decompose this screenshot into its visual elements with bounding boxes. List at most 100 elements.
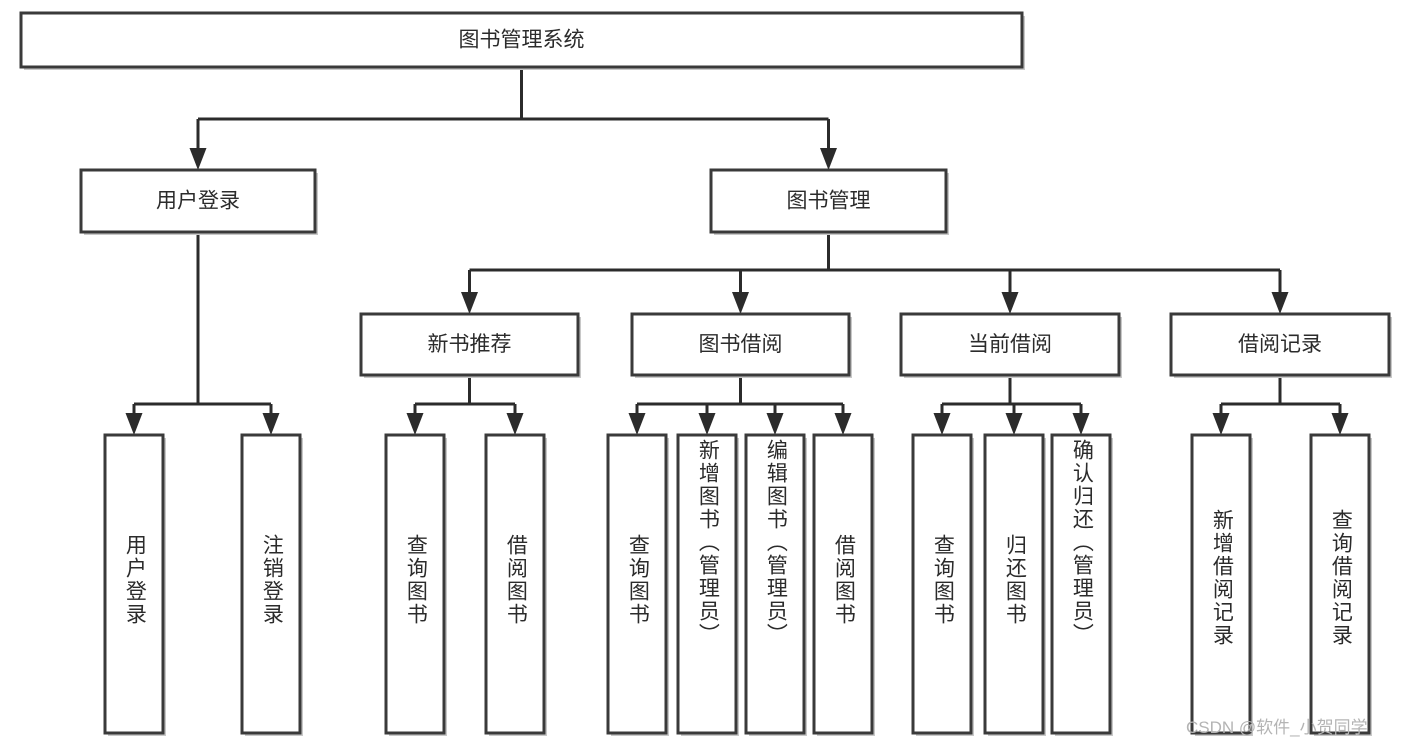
node-label-vertical-wrap: 借阅图书	[486, 435, 544, 733]
node-leaf_4[interactable]	[606, 433, 669, 736]
node-label: 查询图书	[404, 534, 428, 626]
node-leaf_3[interactable]	[484, 433, 547, 736]
node-l3_0[interactable]: 新书推荐	[359, 312, 581, 378]
node-l3_3[interactable]: 借阅记录	[1169, 312, 1392, 378]
arrow-head-icon	[732, 292, 749, 314]
node-leaf_1[interactable]	[240, 433, 303, 736]
node-leaf_12[interactable]	[1309, 433, 1372, 736]
connector-group	[628, 375, 852, 435]
node-rect[interactable]	[359, 312, 580, 377]
arrow-head-icon	[461, 292, 478, 314]
node-label: 查询图书	[931, 534, 955, 626]
node-rect[interactable]	[983, 433, 1045, 735]
node-label: 借阅记录	[1238, 333, 1322, 356]
node-label: 图书借阅	[699, 333, 783, 356]
node-rect[interactable]	[1169, 312, 1391, 377]
node-rect[interactable]	[709, 168, 948, 234]
node-label: 图书管理系统	[459, 29, 585, 52]
arrow-head-icon	[1001, 292, 1019, 314]
arrow-head-icon	[1331, 413, 1349, 435]
node-label-vertical-wrap: 确认归还（管理员）	[1052, 435, 1110, 733]
node-label: 编辑图书（管理员）	[764, 439, 788, 646]
node-label-vertical-wrap: 查询图书	[386, 435, 444, 733]
arrow-head-icon	[933, 413, 951, 435]
arrow-head-icon	[628, 413, 646, 435]
node-leaf_5[interactable]	[676, 433, 739, 736]
node-label: 注销登录	[260, 534, 284, 626]
arrow-head-icon	[820, 148, 837, 170]
node-rect[interactable]	[1050, 433, 1112, 735]
connector-group	[933, 375, 1090, 435]
node-label: 借阅图书	[832, 534, 856, 626]
node-rect[interactable]	[1190, 433, 1252, 735]
node-rect[interactable]	[812, 433, 874, 735]
arrow-head-icon	[1072, 413, 1090, 435]
node-label: 新增借阅记录	[1210, 509, 1234, 647]
node-label-vertical-wrap: 查询图书	[608, 435, 666, 733]
node-label-vertical-wrap: 新增借阅记录	[1192, 435, 1250, 733]
arrow-head-icon	[189, 148, 207, 170]
node-rect[interactable]	[606, 433, 668, 735]
node-label-vertical-wrap: 注销登录	[242, 435, 300, 733]
node-label-vertical-wrap: 编辑图书（管理员）	[746, 435, 804, 733]
node-leaf_2[interactable]	[384, 433, 447, 736]
node-label: 新书推荐	[428, 333, 512, 356]
node-leaf_9[interactable]	[983, 433, 1046, 736]
node-rect[interactable]	[19, 11, 1024, 69]
node-leaf_8[interactable]	[911, 433, 974, 736]
node-l2_0[interactable]: 用户登录	[79, 168, 318, 235]
node-label: 用户登录	[123, 534, 147, 626]
node-rect[interactable]	[899, 312, 1121, 377]
node-rect[interactable]	[911, 433, 973, 735]
connector-group	[189, 67, 837, 170]
node-label: 查询图书	[626, 534, 650, 626]
node-label: 新增图书（管理员）	[696, 439, 720, 646]
arrow-head-icon	[125, 413, 143, 435]
arrow-head-icon	[406, 413, 424, 435]
node-rect[interactable]	[79, 168, 317, 234]
node-rect[interactable]	[240, 433, 302, 735]
node-rect[interactable]	[676, 433, 738, 735]
arrow-head-icon	[766, 413, 784, 435]
node-rect[interactable]	[744, 433, 806, 735]
node-label: 归还图书	[1003, 534, 1027, 626]
connector-group	[125, 232, 280, 435]
node-l3_1[interactable]: 图书借阅	[630, 312, 852, 378]
connector-group	[461, 232, 1289, 314]
node-label: 用户登录	[156, 190, 240, 213]
node-leaf_0[interactable]	[103, 433, 166, 736]
node-label-vertical-wrap: 归还图书	[985, 435, 1043, 733]
node-rect[interactable]	[630, 312, 851, 377]
node-root[interactable]: 图书管理系统	[19, 11, 1025, 70]
node-rect[interactable]	[1309, 433, 1371, 735]
node-label-vertical-wrap: 新增图书（管理员）	[678, 435, 736, 733]
node-l3_2[interactable]: 当前借阅	[899, 312, 1122, 378]
node-leaf_6[interactable]	[744, 433, 807, 736]
node-leaf_11[interactable]	[1190, 433, 1253, 736]
node-label-vertical-wrap: 借阅图书	[814, 435, 872, 733]
node-label: 确认归还（管理员）	[1070, 439, 1094, 646]
node-label-vertical-wrap: 查询借阅记录	[1311, 435, 1369, 733]
arrow-head-icon	[834, 413, 852, 435]
arrow-head-icon	[1005, 413, 1023, 435]
node-label: 查询借阅记录	[1329, 509, 1353, 647]
arrow-head-icon	[1271, 292, 1289, 314]
arrow-head-icon	[262, 413, 280, 435]
arrow-head-icon	[698, 413, 716, 435]
connectors-layer	[125, 67, 1349, 435]
node-rect[interactable]	[484, 433, 546, 735]
node-leaf_10[interactable]	[1050, 433, 1113, 736]
arrow-head-icon	[1212, 413, 1230, 435]
node-label: 当前借阅	[968, 333, 1052, 356]
connector-group	[406, 375, 524, 435]
node-rect[interactable]	[384, 433, 446, 735]
node-rect[interactable]	[103, 433, 165, 735]
node-label: 借阅图书	[504, 534, 528, 626]
node-l2_1[interactable]: 图书管理	[709, 168, 949, 235]
node-leaf_7[interactable]	[812, 433, 875, 736]
node-label: 图书管理	[787, 190, 871, 213]
connector-group	[1212, 375, 1349, 435]
